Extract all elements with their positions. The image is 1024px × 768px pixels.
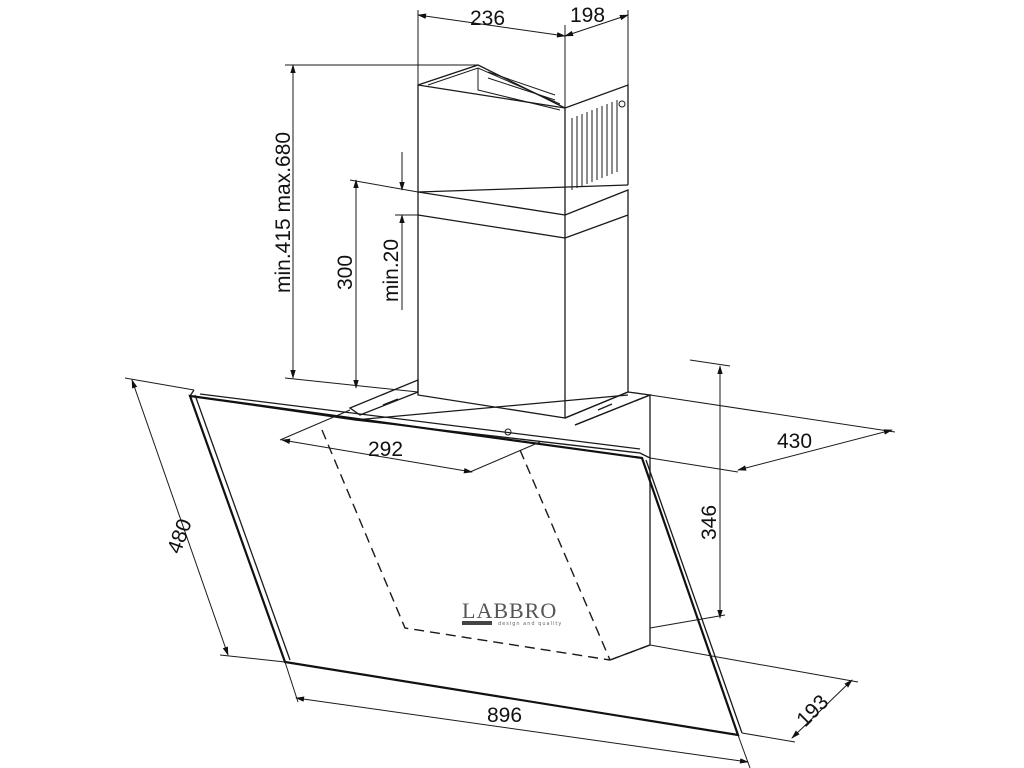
brand-logo: LABBRO design and quality [462, 598, 562, 627]
label-overlap: min.20 [380, 239, 403, 302]
brand-bar [462, 621, 492, 625]
dim-bottom-depth [649, 644, 859, 743]
hidden-outline [321, 429, 651, 661]
dim-chimney-height [284, 64, 478, 393]
label-hood-height: 346 [698, 505, 721, 540]
brand-name: LABBRO [462, 598, 557, 623]
glass-panel [188, 394, 743, 737]
chimney-lower [417, 184, 629, 419]
dim-chimney-width [417, 10, 566, 108]
label-mount-width: 292 [368, 438, 403, 461]
dim-chimney-depth [564, 10, 629, 85]
label-hood-width: 896 [487, 704, 522, 727]
chimney-upper [417, 64, 629, 216]
dim-overlap [395, 152, 418, 310]
dim-lower-chimney [349, 179, 419, 389]
dim-glass-height [124, 377, 286, 663]
dim-hood-depth [649, 394, 896, 473]
vent-slots [571, 100, 618, 190]
label-lower-chimney: 300 [334, 255, 357, 290]
label-bottom-depth: 193 [792, 690, 833, 731]
dim-hood-width [284, 661, 751, 768]
label-chimney-depth: 198 [570, 4, 605, 27]
label-hood-depth: 430 [777, 430, 812, 453]
label-chimney-height: min.415 max.680 [272, 132, 295, 293]
brand-tagline: design and quality [498, 621, 562, 627]
hood-body [188, 389, 651, 661]
dim-mount-width [279, 409, 541, 474]
label-chimney-width: 236 [470, 7, 505, 30]
dim-hood-height [649, 359, 731, 629]
